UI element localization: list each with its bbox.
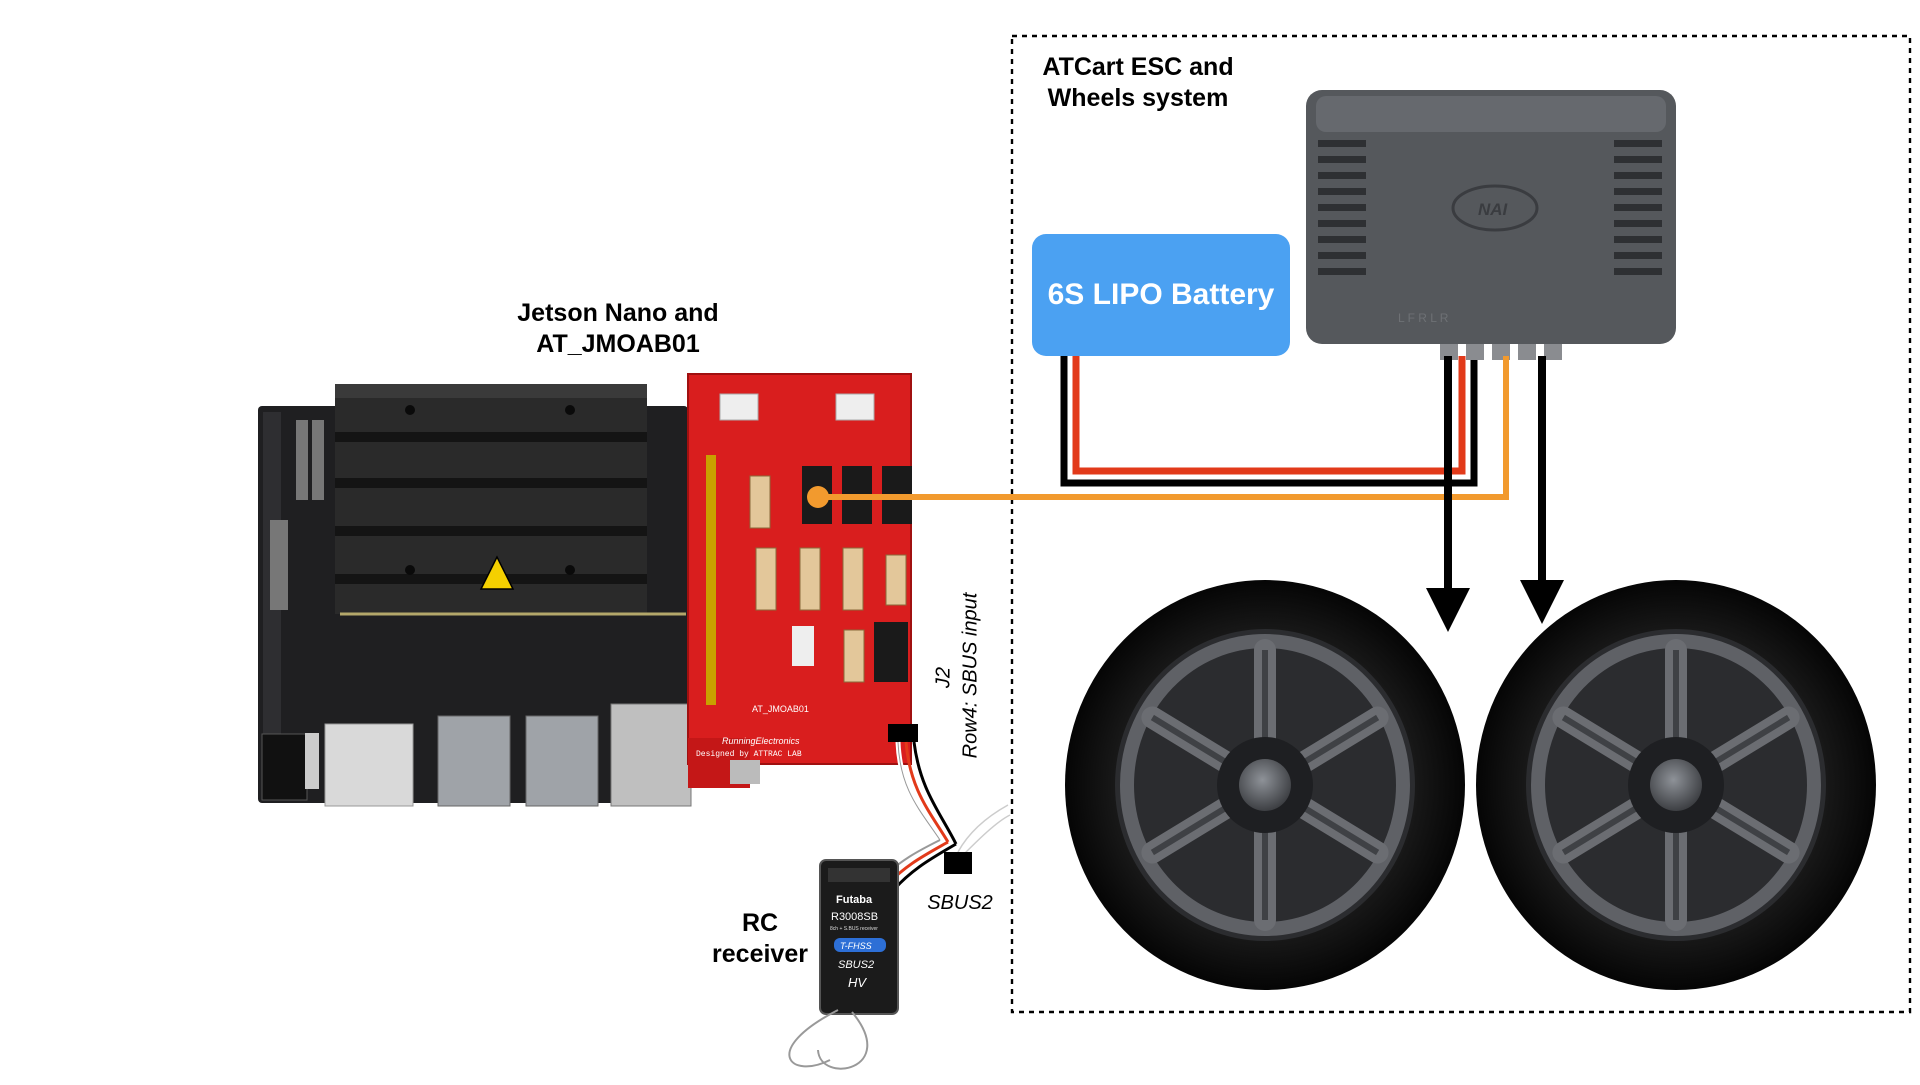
sbus2-label: SBUS2: [927, 892, 993, 914]
rx-fhss-text: T-FHSS: [840, 941, 872, 951]
esc-ports-text: L F R L R: [1398, 311, 1449, 325]
io-ports: [261, 703, 692, 807]
battery-box: 6S LIPO Battery: [1032, 234, 1290, 356]
rx-sub-text: 8ch + S.BUS receiver: [830, 926, 878, 932]
wheels-group: [1065, 580, 1876, 990]
battery-wires: [1060, 356, 1478, 487]
signal-connection-dot: [807, 486, 829, 508]
rx-hv-text: HV: [848, 975, 867, 990]
motor-arrows: [1426, 356, 1564, 632]
esc-logo: [1451, 184, 1539, 232]
wheel: [1476, 580, 1876, 990]
arrow-down-icon: [1520, 580, 1564, 624]
jetson-nano-board: [258, 384, 692, 807]
row4-sbus-label: Row4: SBUS input: [959, 592, 982, 759]
jmoab-board: AT_JMOAB01 RunningElectronics Designed b…: [687, 373, 918, 788]
arrow-down-icon: [1426, 588, 1470, 632]
jmoab-brand-text: RunningElectronics: [722, 736, 800, 746]
battery-label: 6S LIPO Battery: [1047, 278, 1275, 311]
esc-system-boundary: [1010, 34, 1912, 1014]
sbus2-connector: [944, 852, 972, 874]
jmoab-name-text: AT_JMOAB01: [752, 704, 809, 714]
warning-triangle-icon: [479, 555, 515, 590]
esc-system-title: ATCart ESC and Wheels system: [1042, 53, 1234, 112]
rc-receiver-title: RC receiver: [712, 909, 808, 968]
jetson-title: Jetson Nano and AT_JMOAB01: [517, 299, 719, 358]
esc-logo-text: NAI: [1478, 200, 1509, 219]
rx-brand-text: Futaba: [836, 894, 873, 906]
rx-sbus-text: SBUS2: [838, 959, 874, 971]
j2-header: [888, 724, 918, 742]
jmoab-designed-text: Designed by ATTRAC LAB: [696, 750, 802, 759]
pwm-signal-wire: [807, 356, 1509, 508]
esc-box: NAI L F R L R: [1306, 90, 1676, 360]
rx-model-text: R3008SB: [831, 911, 878, 923]
wheel: [1065, 580, 1465, 990]
rc-receiver: Futaba R3008SB 8ch + S.BUS receiver T-FH…: [788, 859, 899, 1070]
heatsink: [335, 384, 686, 616]
